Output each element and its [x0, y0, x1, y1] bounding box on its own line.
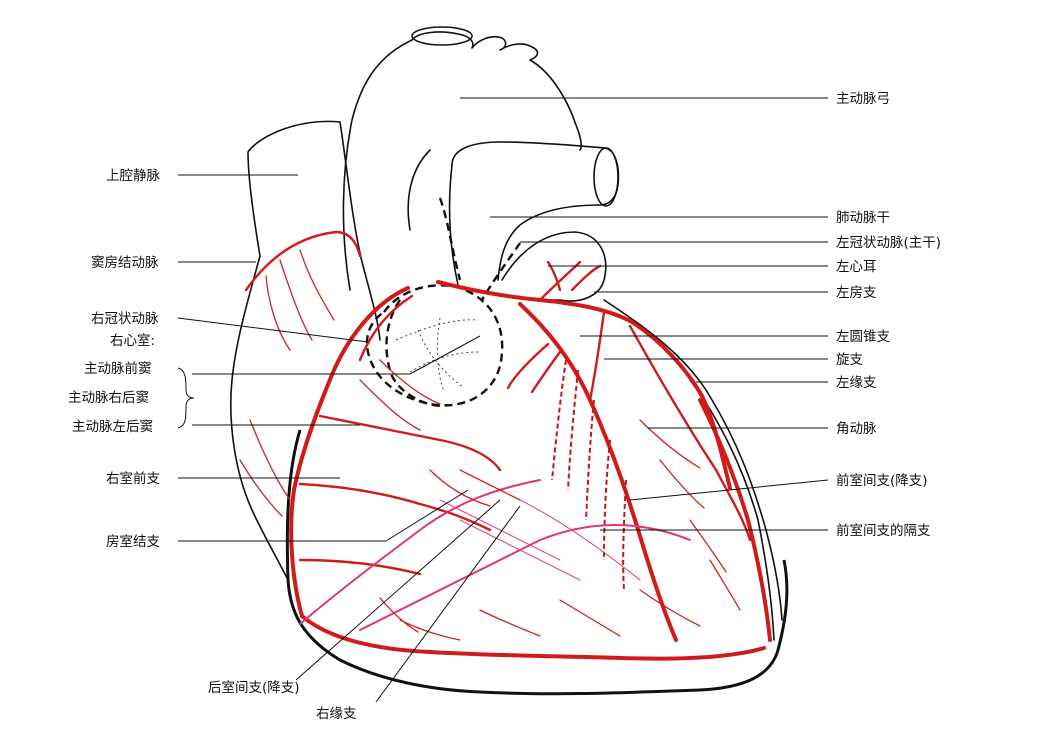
leader-anterior-sinus-2	[409, 335, 481, 375]
label-sinoatrial-node-artery: 窦房结动脉	[91, 255, 159, 271]
leader-posterior-interventricular	[295, 499, 501, 681]
left-conus-branch-vessel	[588, 310, 606, 402]
sinoatrial-node-artery-vessel	[244, 230, 362, 292]
left-coronary-dashed	[480, 242, 521, 301]
anterior-interventricular-branch	[518, 302, 678, 642]
aorta-opening	[411, 26, 473, 46]
left-marginal-branch	[698, 398, 772, 642]
right-coronary-artery	[289, 286, 410, 618]
left-atrial-branch	[538, 260, 602, 302]
circumflex-branch	[630, 320, 732, 490]
label-superior-vena-cava: 上腔静脉	[106, 168, 160, 184]
aorta-inner-line	[407, 149, 431, 231]
aortic-root-dashed	[365, 284, 504, 407]
leader-lines	[177, 97, 829, 703]
label-av-node-branch: 房室结支	[106, 533, 160, 550]
label-circumflex-branch: 旋支	[836, 352, 864, 368]
label-anterior-rv-branch: 右室前支	[106, 470, 160, 487]
label-left-auricle: 左心耳	[836, 259, 877, 275]
label-left-conus-branch: 左圆锥支	[836, 329, 890, 345]
label-left-marginal-branch: 左缘支	[836, 375, 877, 391]
label-left-posterior-aortic-sinus: 主动脉左后窦	[72, 419, 153, 435]
pink-capillaries	[439, 499, 641, 581]
label-anterior-aortic-sinus: 主动脉前窦	[84, 360, 152, 377]
aorta-outline	[342, 31, 582, 291]
label-pulmonary-trunk: 肺动脉干	[836, 210, 890, 226]
label-septal-branches: 前室间支的隔支	[836, 522, 931, 539]
label-left-coronary-main: 左冠状动脉(主干)	[836, 235, 941, 251]
label-right-posterior-aortic-sinus: 主动脉右后窦	[68, 390, 149, 406]
aortic-root-dashed-inner	[385, 299, 441, 408]
svc-outline	[247, 120, 381, 341]
label-posterior-interventricular-branch: 后室间支(降支)	[208, 679, 300, 696]
anterior-rv-branch-1	[318, 414, 502, 472]
label-aortic-arch: 主动脉弓	[836, 91, 890, 107]
leader-right-marginal	[375, 505, 521, 703]
posterior-interventricular-vessel	[299, 479, 541, 625]
heart-left-border	[603, 299, 783, 621]
sinus-bracket	[177, 367, 195, 429]
coronary-arteries	[239, 230, 772, 661]
label-left-atrial-branch: 左房支	[836, 285, 877, 301]
aortic-valve-dotted	[395, 317, 481, 393]
posterior-branch-vessel	[359, 524, 691, 631]
pulmonary-trunk-outline	[448, 141, 620, 286]
leader-rca	[177, 317, 369, 343]
label-right-ventricle: 右心室:	[110, 332, 155, 349]
pulmonary-opening	[593, 147, 619, 207]
rca-origin	[358, 294, 414, 362]
label-right-coronary-artery: 右冠状动脉	[91, 311, 159, 327]
right-border-outline	[230, 255, 289, 581]
conus-vessel	[506, 342, 562, 394]
left-ventricle-line	[689, 379, 775, 641]
diagonal-vessel	[628, 324, 752, 542]
septal-branches-vessels	[551, 359, 627, 591]
fine-branches	[239, 249, 741, 641]
label-angular-artery: 角动脉	[836, 421, 877, 437]
leader-av-node-2	[385, 489, 469, 542]
leader-anterior-interventricular	[629, 479, 829, 501]
labels: 主动脉弓 上腔静脉 肺动脉干 左冠状动脉(主干) 左心耳 窦房结动脉 左房支 右…	[68, 91, 941, 722]
pulmonary-dashed	[438, 197, 462, 281]
heart-outlines	[230, 26, 789, 696]
anterior-rv-branch-2	[298, 482, 492, 532]
anterior-rv-branch-3	[298, 558, 422, 576]
label-right-marginal-branch: 右缘支	[316, 706, 357, 722]
label-anterior-interventricular-branch: 前室间支(降支)	[836, 472, 928, 489]
posterior-av-artery	[300, 614, 766, 661]
